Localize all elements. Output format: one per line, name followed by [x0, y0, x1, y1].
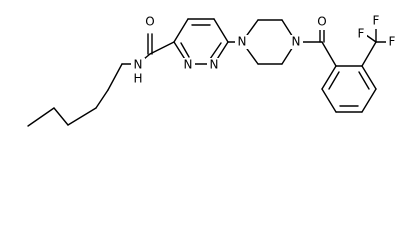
ketone-oxygen-label: O	[317, 15, 326, 29]
piperazine-n4-label: N	[292, 35, 301, 49]
pyridazine-bond-n2-c3-inner	[180, 42, 190, 58]
molecule-canvas: O N H N N N N O F F F	[27, 13, 398, 127]
benzene-bond-2-inner	[358, 71, 370, 90]
fluorine-left-label: F	[358, 27, 365, 41]
amide-oxygen-label: O	[145, 15, 154, 29]
amide-nitrogen-label: N	[134, 58, 143, 72]
hexyl-bond-1	[27, 107, 55, 127]
hexyl-bond-3	[67, 107, 97, 126]
benzene-bond-2	[361, 65, 377, 90]
hexyl-bond-2	[53, 107, 69, 126]
carbonyl-benzene-bond	[321, 41, 337, 67]
benzene-bond-3	[361, 88, 377, 113]
carbonyl-ring-bond	[149, 41, 175, 55]
benzene-bond-5	[321, 88, 337, 113]
pyridazine-n1-label: N	[210, 58, 219, 72]
structure-diagram: O N H N N N N O F F F	[27, 13, 398, 127]
pyridazine-bond-c5-c6	[213, 18, 229, 43]
piperazine-n1-label: N	[238, 35, 247, 49]
bonds	[27, 18, 391, 127]
benzene-bond-6-inner	[328, 71, 340, 90]
hexyl-bond-5	[107, 63, 123, 91]
benzene-bond-6	[321, 65, 337, 90]
benzene-cf3-bond	[361, 41, 377, 67]
fluorine-right-label: F	[389, 35, 396, 49]
amide-hydrogen-label: H	[133, 72, 142, 86]
hexyl-bond-4	[95, 89, 109, 109]
fluorine-top-label: F	[373, 14, 380, 28]
atom-labels: O N H N N N N O F F F	[131, 14, 398, 86]
pyridazine-n2-label: N	[184, 58, 193, 72]
pyridazine-bond-c6-n1-inner	[209, 42, 222, 60]
pyridazine-bond-c3-c4	[173, 18, 189, 43]
cf3-f-bond-3	[365, 34, 377, 43]
